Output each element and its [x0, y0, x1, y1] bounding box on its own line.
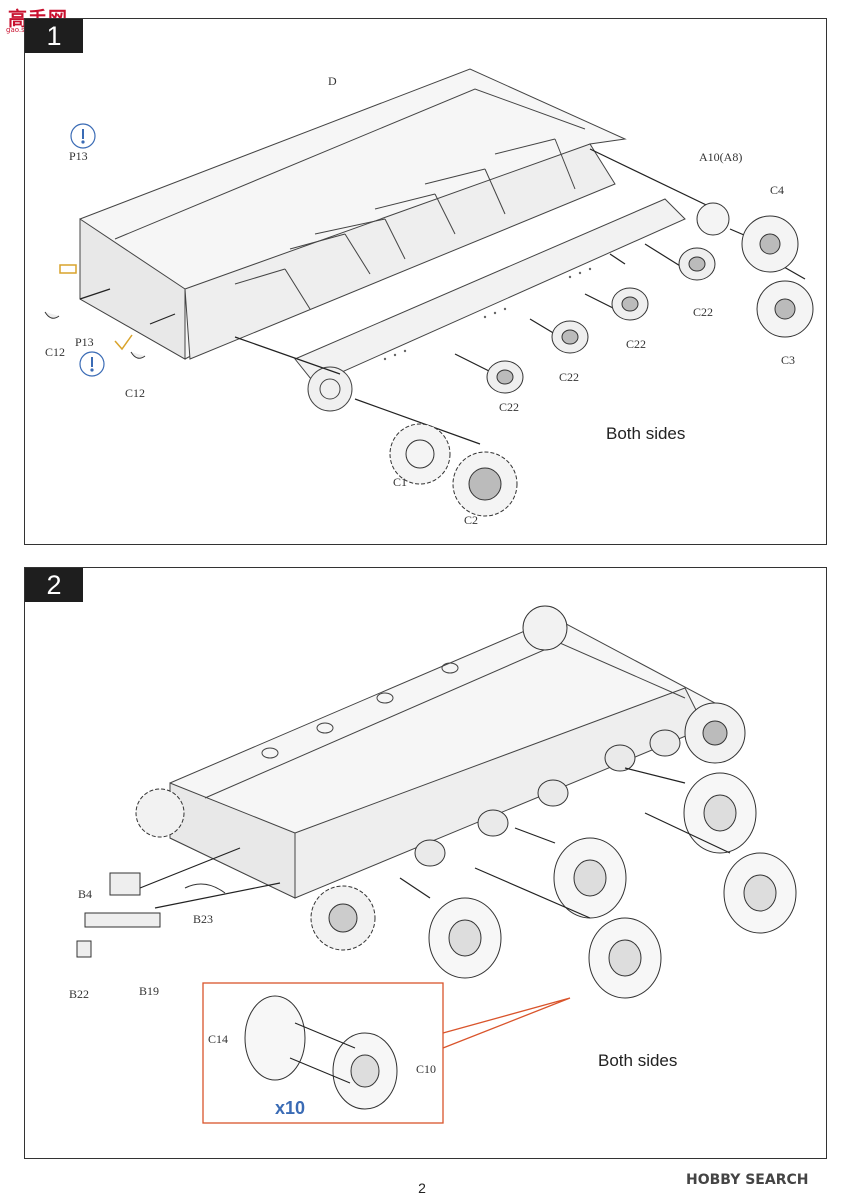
clip-part-p13 [59, 264, 77, 274]
drive-housing [307, 366, 353, 412]
label-C12-b: C12 [125, 386, 145, 400]
part-B19 [84, 912, 161, 928]
part-B22 [76, 940, 92, 958]
quantity-multiplier: x10 [275, 1098, 306, 1118]
idler-wheel [522, 605, 746, 764]
part-B23 [184, 883, 226, 894]
road-wheel-hubs [486, 247, 716, 394]
label-C1: C1 [393, 475, 407, 489]
hull-side-plate [184, 143, 616, 360]
drive-sprocket [135, 788, 376, 951]
label-C22-c: C22 [559, 370, 579, 384]
torsion-arms [234, 138, 576, 310]
step-1-drawing: D A10(A8) C4 C3 C22 C22 C22 C22 C1 C2 P1… [44, 68, 814, 527]
both-sides-note-step-1: Both sides [606, 424, 686, 443]
step-2-panel: 2 [24, 567, 827, 1159]
label-C22-a: C22 [693, 305, 713, 319]
part-B4 [109, 872, 141, 896]
label-D: D [328, 74, 337, 88]
road-wheel-hubs [414, 729, 681, 867]
step-2-number: 2 [25, 568, 83, 602]
step-1-panel: 1 [24, 18, 827, 545]
label-P13-a: P13 [69, 149, 88, 163]
page-number: 2 [418, 1180, 426, 1196]
label-C2: C2 [464, 513, 478, 527]
label-C10: C10 [416, 1062, 436, 1076]
label-B19: B19 [139, 984, 159, 998]
idler-wheel-parts [696, 202, 814, 338]
both-sides-note-step-2: Both sides [598, 1051, 678, 1070]
road-wheels [428, 772, 797, 999]
label-P13-b: P13 [75, 335, 94, 349]
label-C3: C3 [781, 353, 795, 367]
clip-part-p13 [114, 334, 133, 351]
watermark: HOBBY SEARCH [686, 1172, 809, 1188]
wheel-rim-c14 [244, 995, 306, 1081]
label-C22-d: C22 [499, 400, 519, 414]
label-C22-b: C22 [626, 337, 646, 351]
assembly-arrows [139, 767, 731, 919]
label-B23: B23 [193, 912, 213, 926]
rivet-rows [383, 267, 592, 361]
step-1-number: 1 [25, 19, 83, 53]
label-C4: C4 [770, 183, 784, 197]
wheel-inset-box [202, 982, 571, 1124]
step-2-drawing: B4 B23 B22 B19 C14 C10 [69, 605, 797, 1124]
tow-bracket-parts [76, 872, 226, 958]
label-C12-a: C12 [45, 345, 65, 359]
final-drive-sprocket [389, 423, 518, 517]
hull-lower-rail [294, 198, 686, 385]
assembly-arrows [79, 148, 806, 445]
hull-rear-plate [79, 218, 186, 360]
label-B22: B22 [69, 987, 89, 1001]
bracket-c12 [44, 311, 60, 319]
bracket-c12 [130, 351, 146, 359]
label-B4: B4 [78, 887, 92, 901]
label-A10: A10(A8) [699, 150, 742, 164]
label-C14: C14 [208, 1032, 228, 1046]
